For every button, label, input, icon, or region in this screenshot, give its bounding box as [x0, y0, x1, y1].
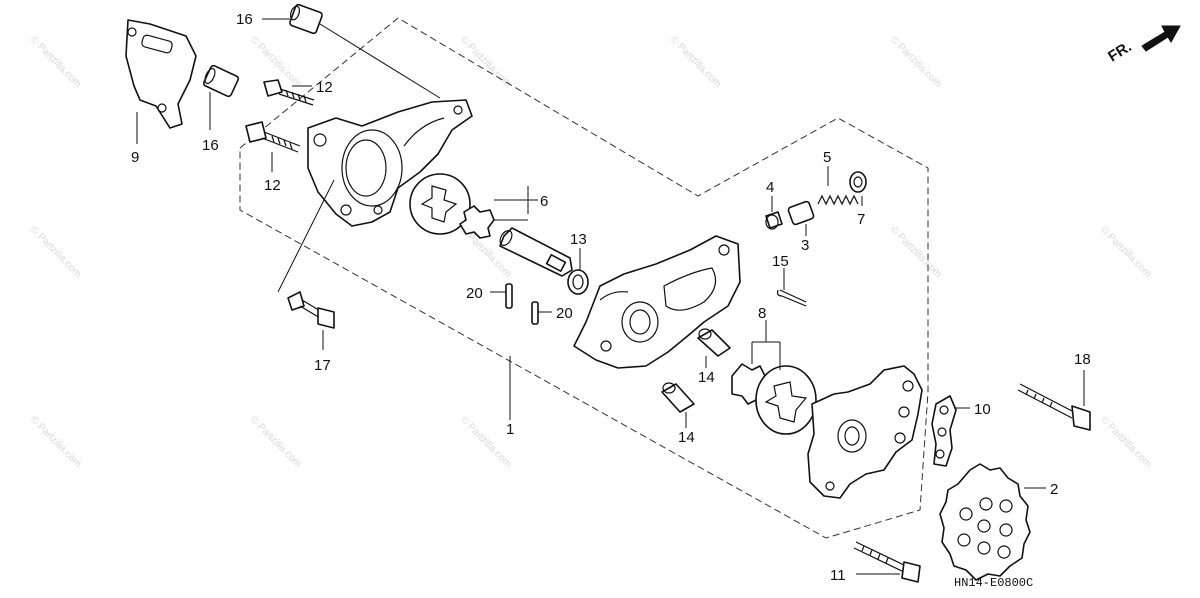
watermark: © Partzilla.com — [458, 34, 513, 89]
relief-valve-seat-4[interactable] — [765, 211, 783, 230]
watermark: © Partzilla.com — [888, 34, 943, 89]
watermark: © Partzilla.com — [458, 414, 513, 469]
flange-bolt-18[interactable] — [1017, 383, 1091, 431]
pump-cover-lower[interactable] — [807, 365, 923, 499]
dowel-pin-left[interactable] — [202, 64, 240, 98]
callout-15: 15 — [772, 253, 789, 270]
pump-body-middle[interactable] — [573, 235, 741, 369]
assembly-outline — [239, 17, 929, 539]
callout-14-upper: 14 — [698, 369, 715, 386]
watermark: © Partzilla.com — [28, 414, 83, 469]
callout-12-top: 12 — [316, 79, 333, 96]
pump-driven-gear-2[interactable] — [939, 463, 1031, 581]
cotter-pin-15[interactable] — [776, 289, 807, 307]
inner-rotor-6[interactable] — [459, 205, 495, 239]
watermark: © Partzilla.com — [888, 224, 943, 279]
callout-3: 3 — [801, 237, 809, 254]
bracket-hole — [127, 27, 137, 37]
callout-12-lower: 12 — [264, 177, 281, 194]
callout-13: 13 — [570, 231, 587, 248]
flange-bolt-12a[interactable] — [263, 79, 315, 106]
callout-14-lower: 14 — [678, 429, 695, 446]
watermark: © Partzilla.com — [248, 414, 303, 469]
callout-2: 2 — [1050, 481, 1058, 498]
washer-13[interactable] — [567, 269, 589, 295]
callout-10: 10 — [974, 401, 991, 418]
outer-rotor-8[interactable] — [755, 365, 817, 435]
dowel-pin-20b[interactable] — [531, 301, 539, 325]
watermark: © Partzilla.com — [668, 34, 723, 89]
outer-rotor-6[interactable] — [409, 173, 471, 235]
callout-labels: 16 9 16 12 12 6 13 20 20 17 1 4 3 5 7 15… — [131, 11, 1091, 584]
callout-16-left: 16 — [202, 137, 219, 154]
dowel-pin-top[interactable] — [289, 3, 323, 35]
callout-11: 11 — [830, 567, 846, 584]
callout-4: 4 — [766, 179, 774, 196]
callout-17: 17 — [314, 357, 331, 374]
callout-16-top: 16 — [236, 11, 253, 28]
watermark: © Partzilla.com — [28, 224, 83, 279]
diagram-code: HN14-E0800C — [954, 576, 1033, 590]
pump-cover-upper[interactable] — [307, 99, 473, 227]
relief-valve-piston-3[interactable] — [787, 200, 815, 226]
front-arrow-icon — [1141, 25, 1181, 52]
watermark: © Partzilla.com — [28, 34, 83, 89]
leader-lines — [136, 18, 1085, 575]
callout-20-right: 20 — [556, 305, 573, 322]
bushing-14b[interactable] — [661, 382, 695, 413]
bracket-hole — [157, 103, 167, 113]
flange-bolt-11[interactable] — [853, 541, 921, 583]
dowel-pin-20a[interactable] — [505, 283, 513, 309]
callout-9: 9 — [131, 149, 139, 166]
pump-shaft[interactable] — [498, 227, 573, 277]
watermark: © Partzilla.com — [1098, 414, 1153, 469]
flange-bolt-17[interactable] — [287, 291, 335, 329]
callout-20-left: 20 — [466, 285, 483, 302]
gasket-10[interactable] — [931, 395, 957, 467]
sealing-plug-7[interactable] — [849, 171, 867, 193]
front-direction-indicator: FR. — [1105, 25, 1181, 65]
bracket-slot — [141, 34, 173, 54]
watermark: © Partzilla.com — [1098, 224, 1153, 279]
relief-valve-spring-5[interactable] — [817, 194, 859, 206]
callout-5: 5 — [823, 149, 831, 166]
bushing-14a[interactable] — [697, 328, 731, 357]
callout-7: 7 — [857, 211, 865, 228]
callout-8: 8 — [758, 305, 766, 322]
direction-label: FR. — [1105, 38, 1135, 65]
flange-bolt-12b[interactable] — [245, 121, 301, 153]
callout-1: 1 — [506, 421, 514, 438]
callout-6: 6 — [540, 193, 548, 210]
callout-18: 18 — [1074, 351, 1091, 368]
